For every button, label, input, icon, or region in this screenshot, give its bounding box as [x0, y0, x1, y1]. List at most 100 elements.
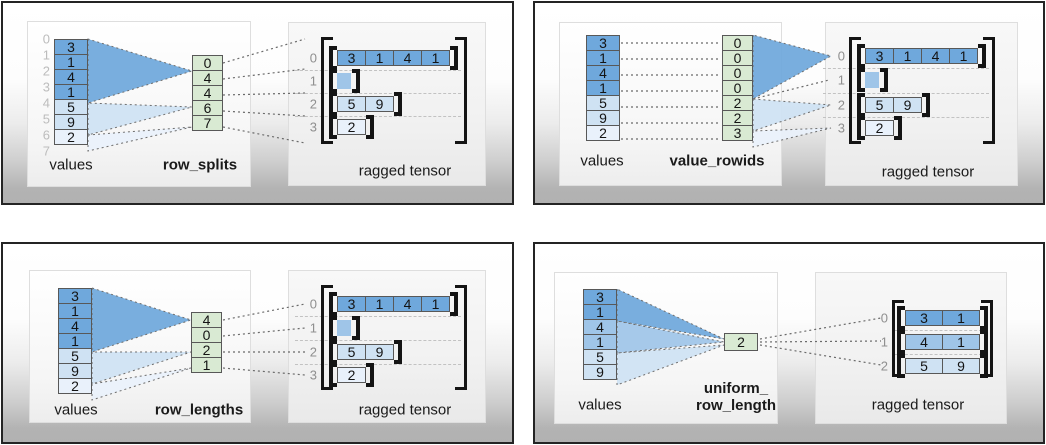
- row-separator: [895, 353, 987, 355]
- ragged-tensor-label: ragged tensor: [881, 163, 975, 181]
- param-cell: 2: [191, 342, 222, 358]
- tensor-cell: 3: [337, 50, 366, 66]
- value-cell: 1: [58, 303, 92, 319]
- empty-row-cell: [337, 320, 351, 336]
- tensor-cell: 4: [393, 296, 422, 312]
- value-cell: 1: [583, 304, 617, 320]
- param-cell: 2: [722, 95, 753, 111]
- param-label-line: row_lengths: [154, 401, 244, 419]
- row-separator: [895, 329, 987, 331]
- tensor-cell: 1: [893, 48, 922, 64]
- tensor-row-label: 0: [880, 310, 888, 325]
- tensor-cell: 2: [337, 367, 366, 383]
- param-cell: 3: [722, 125, 753, 141]
- row-bracket-right: [922, 93, 930, 117]
- row-separator: [295, 115, 461, 117]
- row-bracket-right: [978, 44, 986, 68]
- row-bracket-left: [857, 68, 865, 92]
- param-cell: 0: [722, 50, 753, 66]
- value-index-label: 0: [42, 31, 50, 47]
- param-label-line: row_length: [695, 397, 777, 414]
- row-separator: [823, 92, 989, 94]
- tensor-cell: 1: [421, 50, 450, 66]
- ragged-tensor-label: ragged tensor: [871, 396, 965, 414]
- param-label: row_splits: [163, 157, 237, 174]
- value-index-label: 6: [42, 127, 50, 143]
- param-label: row_lengths: [155, 402, 243, 419]
- row-bracket-right: [352, 69, 360, 93]
- tensor-cell: 3: [865, 48, 894, 64]
- tensor-cell: 5: [865, 97, 894, 113]
- value-cell: 5: [54, 99, 88, 115]
- row-bracket-right: [394, 340, 402, 364]
- row-bracket-left: [857, 44, 865, 68]
- tensor-row-label: 3: [309, 367, 317, 383]
- tensor-cell: 5: [337, 96, 366, 112]
- value-cell: 5: [58, 348, 92, 364]
- values-label: values: [580, 152, 624, 170]
- param-label: value_rowids: [669, 153, 764, 170]
- value-index-label: 3: [42, 79, 50, 95]
- tensor-row-label: 1: [880, 334, 888, 349]
- value-cell: 3: [586, 35, 620, 51]
- param-cell: 1: [191, 357, 222, 373]
- param-cell: 6: [192, 100, 223, 116]
- tensor-bracket-left: [849, 37, 861, 144]
- value-cell: 9: [54, 114, 88, 130]
- empty-row-cell: [865, 72, 879, 88]
- param-cell: 2: [722, 110, 753, 126]
- param-cell: 0: [722, 35, 753, 51]
- tensor-bracket-left: [321, 37, 333, 144]
- value-cell: 2: [58, 378, 92, 394]
- value-cell: 5: [586, 95, 620, 111]
- param-cell: 0: [192, 55, 223, 71]
- value-cell: 9: [583, 364, 617, 380]
- row-bracket-left: [857, 93, 865, 117]
- value-cell: 4: [583, 319, 617, 335]
- param-cell: 2: [724, 333, 758, 351]
- value-cell: 1: [54, 84, 88, 100]
- value-cell: 3: [58, 288, 92, 304]
- row-separator: [295, 69, 461, 71]
- value-index-label: 5: [42, 111, 50, 127]
- row-bracket-left: [897, 329, 905, 354]
- row-bracket-right: [894, 116, 902, 140]
- row-separator: [295, 363, 461, 365]
- value-cell: 1: [586, 50, 620, 66]
- row-separator: [295, 340, 461, 341]
- value-cell: 1: [58, 333, 92, 349]
- row-bracket-left: [329, 316, 337, 340]
- tensor-cell: 2: [865, 120, 894, 136]
- tensor-cell: 1: [942, 309, 980, 326]
- tensor-row-label: 1: [309, 73, 317, 89]
- row-bracket-right: [366, 363, 374, 387]
- tensor-cell: 9: [893, 97, 922, 113]
- value-cell: 1: [54, 54, 88, 70]
- value-index-label: 7: [42, 143, 50, 159]
- tensor-row-label: 0: [309, 50, 317, 66]
- param-label-line: row_splits: [162, 156, 238, 174]
- tensor-row-label: 2: [309, 344, 317, 360]
- tensor-cell: 1: [421, 296, 450, 312]
- tensor-cell: 9: [942, 357, 980, 374]
- row-bracket-left: [329, 92, 337, 116]
- tensor-cell: 1: [365, 50, 394, 66]
- row-bracket-right: [980, 353, 988, 378]
- value-cell: 4: [54, 69, 88, 85]
- value-cell: 9: [58, 363, 92, 379]
- tensor-cell: 3: [337, 296, 366, 312]
- row-bracket-left: [857, 116, 865, 140]
- value-cell: 9: [586, 110, 620, 126]
- tensor-cell: 1: [942, 333, 980, 350]
- ragged-tensor-label: ragged tensor: [358, 401, 452, 419]
- tensor-bracket-right: [455, 37, 467, 144]
- row-bracket-right: [980, 305, 988, 330]
- tensor-cell: 4: [921, 48, 950, 64]
- tensor-cell: 1: [365, 296, 394, 312]
- value-cell: 2: [54, 129, 88, 145]
- tensor-row-label: 2: [880, 358, 888, 373]
- tensor-row-label: 3: [837, 120, 845, 136]
